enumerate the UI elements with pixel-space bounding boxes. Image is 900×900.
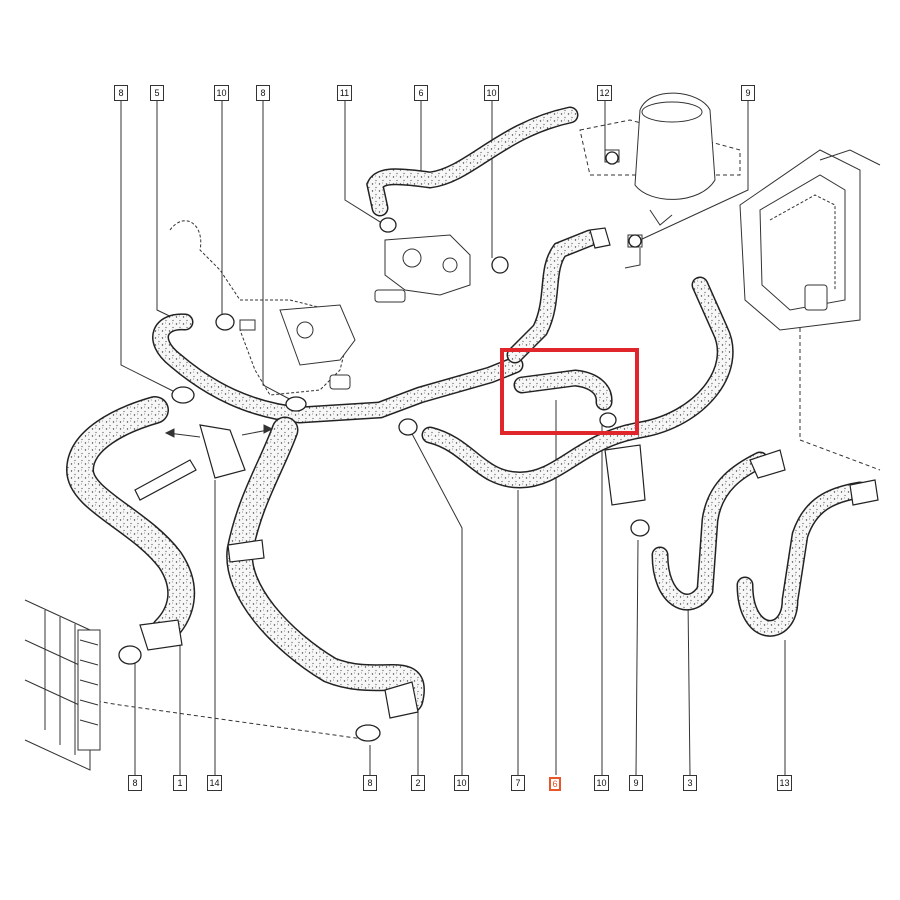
callout-bottom-6-highlighted: 6 bbox=[549, 777, 561, 791]
callout-bottom-3: 3 bbox=[683, 775, 697, 791]
callout-top-6: 6 bbox=[414, 85, 428, 101]
engine-housing-illustration bbox=[169, 220, 471, 396]
callout-top-9: 9 bbox=[741, 85, 755, 101]
callout-top-11: 11 bbox=[337, 85, 352, 101]
callout-bottom-9: 9 bbox=[629, 775, 643, 791]
callout-bottom-7: 7 bbox=[511, 775, 525, 791]
leader-lines-bottom bbox=[89, 300, 881, 776]
connectors bbox=[134, 227, 879, 719]
highlight-box bbox=[500, 348, 639, 435]
callout-bottom-2: 2 bbox=[411, 775, 425, 791]
callout-top-5: 5 bbox=[150, 85, 164, 101]
callout-bottom-13: 13 bbox=[777, 775, 792, 791]
callout-bottom-10b: 10 bbox=[594, 775, 609, 791]
callout-top-8a: 8 bbox=[114, 85, 128, 101]
leader-lines-top bbox=[120, 100, 749, 403]
hoses bbox=[65, 106, 869, 714]
callout-bottom-1: 1 bbox=[173, 775, 187, 791]
callout-bottom-8a: 8 bbox=[128, 775, 142, 791]
callout-top-10b: 10 bbox=[484, 85, 499, 101]
clamps bbox=[118, 151, 650, 742]
callout-top-12: 12 bbox=[597, 85, 612, 101]
callout-top-10a: 10 bbox=[214, 85, 229, 101]
heater-box-illustration bbox=[739, 149, 881, 331]
callout-bottom-10a: 10 bbox=[454, 775, 469, 791]
callout-bottom-14: 14 bbox=[207, 775, 222, 791]
callout-top-8b: 8 bbox=[256, 85, 270, 101]
direction-arrows bbox=[164, 424, 274, 438]
callout-bottom-8b: 8 bbox=[363, 775, 377, 791]
radiator-illustration bbox=[24, 599, 101, 771]
